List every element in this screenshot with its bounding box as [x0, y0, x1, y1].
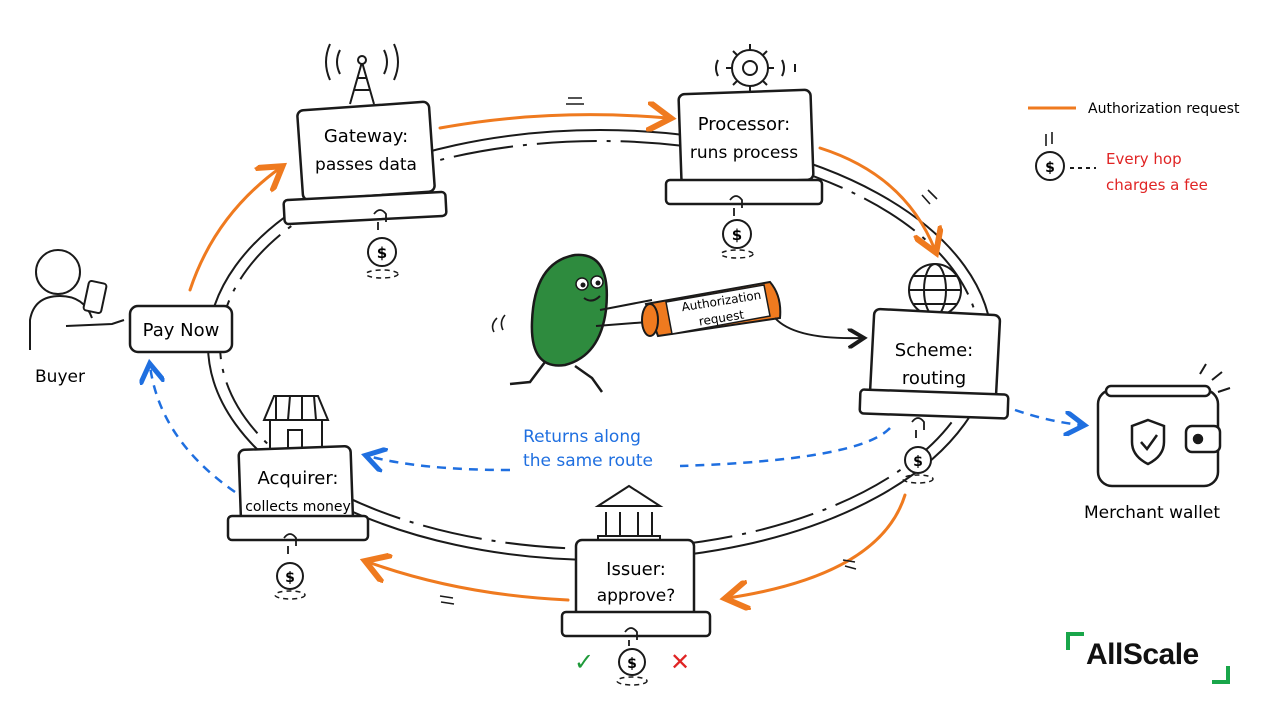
issuer-subtitle: approve? [597, 586, 676, 606]
acquirer-subtitle: collects money [245, 499, 351, 515]
svg-text:$: $ [627, 656, 637, 672]
acquirer-node: Acquirer: collects money $ [226, 395, 370, 600]
brand-name: AllScale [1086, 638, 1199, 671]
pay-now-label: Pay Now [143, 320, 220, 341]
svg-text:$: $ [913, 454, 923, 470]
motion-ticks [439, 97, 938, 605]
scheme-subtitle: routing [902, 368, 966, 389]
svg-text:$: $ [377, 244, 387, 262]
request-path [188, 115, 935, 600]
allscale-logo: AllScale [1066, 632, 1230, 684]
buyer-label: Buyer [35, 367, 85, 387]
gateway-subtitle: passes data [315, 155, 417, 175]
processor-title: Processor: [698, 114, 790, 135]
svg-text:$: $ [285, 570, 295, 586]
logo-bracket-top-left [1066, 632, 1084, 650]
buyer-figure [29, 249, 125, 350]
issuer-title: Issuer: [606, 559, 666, 580]
fee-coin-icon: $ [274, 533, 306, 600]
return-path [150, 366, 1082, 494]
fee-coin-icon: $ [365, 209, 399, 279]
legend-fee-coin-icon: $ [1035, 132, 1065, 181]
bank-icon [594, 484, 664, 545]
gear-icon [715, 44, 796, 92]
return-note-line2: the same route [523, 451, 653, 471]
legend-fee-line2: charges a fee [1106, 176, 1208, 194]
bean-character [509, 253, 653, 393]
storefront-icon [262, 395, 330, 451]
scheme-title: Scheme: [895, 340, 973, 361]
reject-cross-icon: ✕ [670, 648, 690, 676]
globe-icon [908, 263, 962, 317]
return-note-line1: Returns along [523, 427, 641, 447]
fee-coin-icon: $ [616, 627, 648, 686]
legend-request-label: Authorization request [1088, 101, 1240, 117]
fee-coin-icon: $ [720, 195, 754, 259]
pay-now-button[interactable]: Pay Now [128, 304, 234, 354]
acquirer-title: Acquirer: [258, 468, 339, 489]
gateway-title: Gateway: [324, 126, 408, 147]
processor-subtitle: runs process [690, 143, 798, 163]
svg-text:$: $ [732, 226, 742, 244]
logo-bracket-bottom-right [1212, 666, 1230, 684]
scroll-to-scheme-arrow [774, 317, 862, 338]
wallet-icon [1096, 363, 1231, 488]
gateway-node: Gateway: passes data $ [282, 43, 448, 279]
legend: Authorization request $ Every hop charge… [1028, 101, 1240, 194]
scheme-node: Scheme: routing $ [858, 263, 1010, 484]
svg-text:$: $ [1045, 160, 1055, 176]
merchant-wallet-label: Merchant wallet [1084, 503, 1220, 523]
issuer-node: Issuer: approve? $ ✓ ✕ [560, 484, 712, 686]
approve-check-icon: ✓ [574, 648, 594, 676]
authorization-scroll: Authorization request [641, 280, 782, 338]
legend-fee-line1: Every hop [1106, 150, 1182, 168]
antenna-icon [325, 43, 399, 105]
processor-node: Processor: runs process $ [664, 44, 824, 259]
fee-coin-icon: $ [902, 417, 934, 484]
